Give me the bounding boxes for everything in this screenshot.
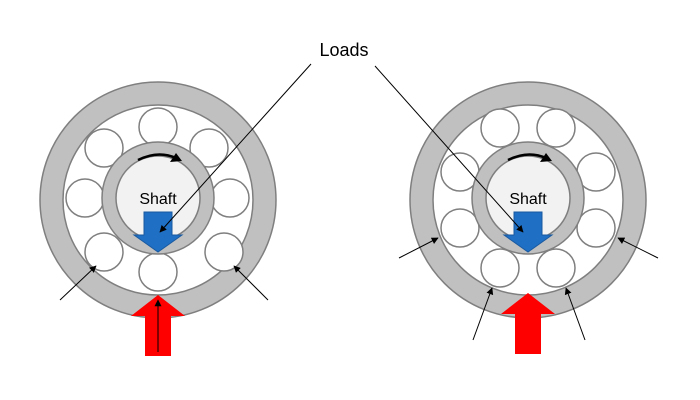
shaft-label-right: Shaft [509,191,547,208]
ball [84,128,124,168]
load-pointer-line [374,65,524,233]
ball [480,108,520,148]
loads-label: Loads [319,40,368,60]
ball [65,178,105,218]
ball [138,107,178,147]
contact-pointer-line [59,265,97,301]
down-load-arrow-left [132,211,184,253]
ball [84,232,124,272]
rotation-arrow-right [507,153,552,162]
up-reaction-arrow-right [501,293,555,354]
contact-pointer-line [472,287,494,341]
bearing-right: Shaft [374,65,659,354]
shaft-label-left: Shaft [139,191,177,208]
ball [204,232,244,272]
ball [138,252,178,292]
ball [576,208,616,248]
contact-pointer-line [233,265,269,301]
ball [189,128,229,168]
balls-right [440,108,616,288]
contact-pointer-line [398,237,439,259]
ball [440,208,480,248]
ball [210,178,250,218]
balls-left [65,107,250,292]
rotation-arrow-left [137,153,182,162]
ball [536,248,576,288]
load-pointer-line [159,63,312,233]
contact-pointer-line [617,237,659,259]
down-load-arrow-right [502,211,554,253]
ball [536,108,576,148]
bearing-left: Shaft [39,63,312,356]
contact-pointer-line [564,287,586,341]
ball [480,248,520,288]
